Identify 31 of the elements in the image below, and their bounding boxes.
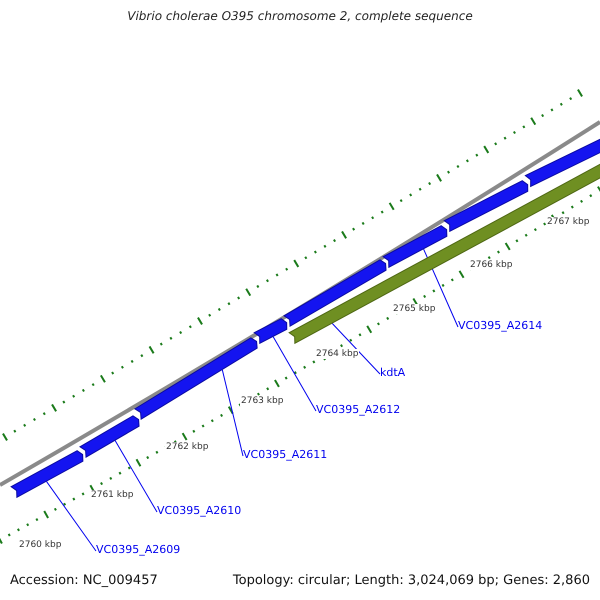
scale-label: 2765 kbp — [392, 304, 436, 314]
scale-label: 2766 kbp — [469, 260, 514, 270]
gene-label: VC0395_A2609 — [96, 544, 180, 557]
leader-line — [272, 336, 316, 412]
scale-label: 2764 kbp — [315, 349, 360, 360]
leader-line — [222, 369, 244, 456]
gene-label: VC0395_A2610 — [157, 505, 242, 518]
scale-label: 2767 kbp — [546, 217, 590, 228]
leader-line — [114, 440, 158, 512]
gene-bar — [288, 163, 600, 344]
sequence-info-text: Topology: circular; Length: 3,024,069 bp; Genes: 2,860 — [232, 574, 590, 589]
scale-label: 2763 kbp — [240, 396, 284, 406]
gene-bar — [524, 138, 600, 188]
scale-label: 2760 kbp — [18, 540, 62, 550]
leader-line — [46, 481, 96, 552]
leader-line — [423, 248, 458, 328]
gene-bar — [10, 450, 84, 498]
gene-label: VC0395_A2611 — [243, 449, 328, 462]
gene-label: VC0395_A2614 — [458, 320, 542, 333]
gene-bar — [443, 180, 528, 232]
gene-bar — [253, 318, 288, 344]
scale-label: 2762 kbp — [165, 442, 210, 452]
gene-bar — [283, 259, 387, 328]
gene-bar — [382, 225, 448, 268]
gene-label: VC0395_A2612 — [316, 404, 400, 417]
gene-bar — [79, 415, 140, 458]
scale-label: 2761 kbp — [90, 490, 134, 500]
leader-line — [332, 323, 380, 374]
gene-label: kdtA — [380, 367, 406, 380]
accession-text: Accession: NC_009457 — [10, 574, 158, 589]
title: Vibrio cholerae O395 chromosome 2, complete sequence — [126, 10, 474, 24]
